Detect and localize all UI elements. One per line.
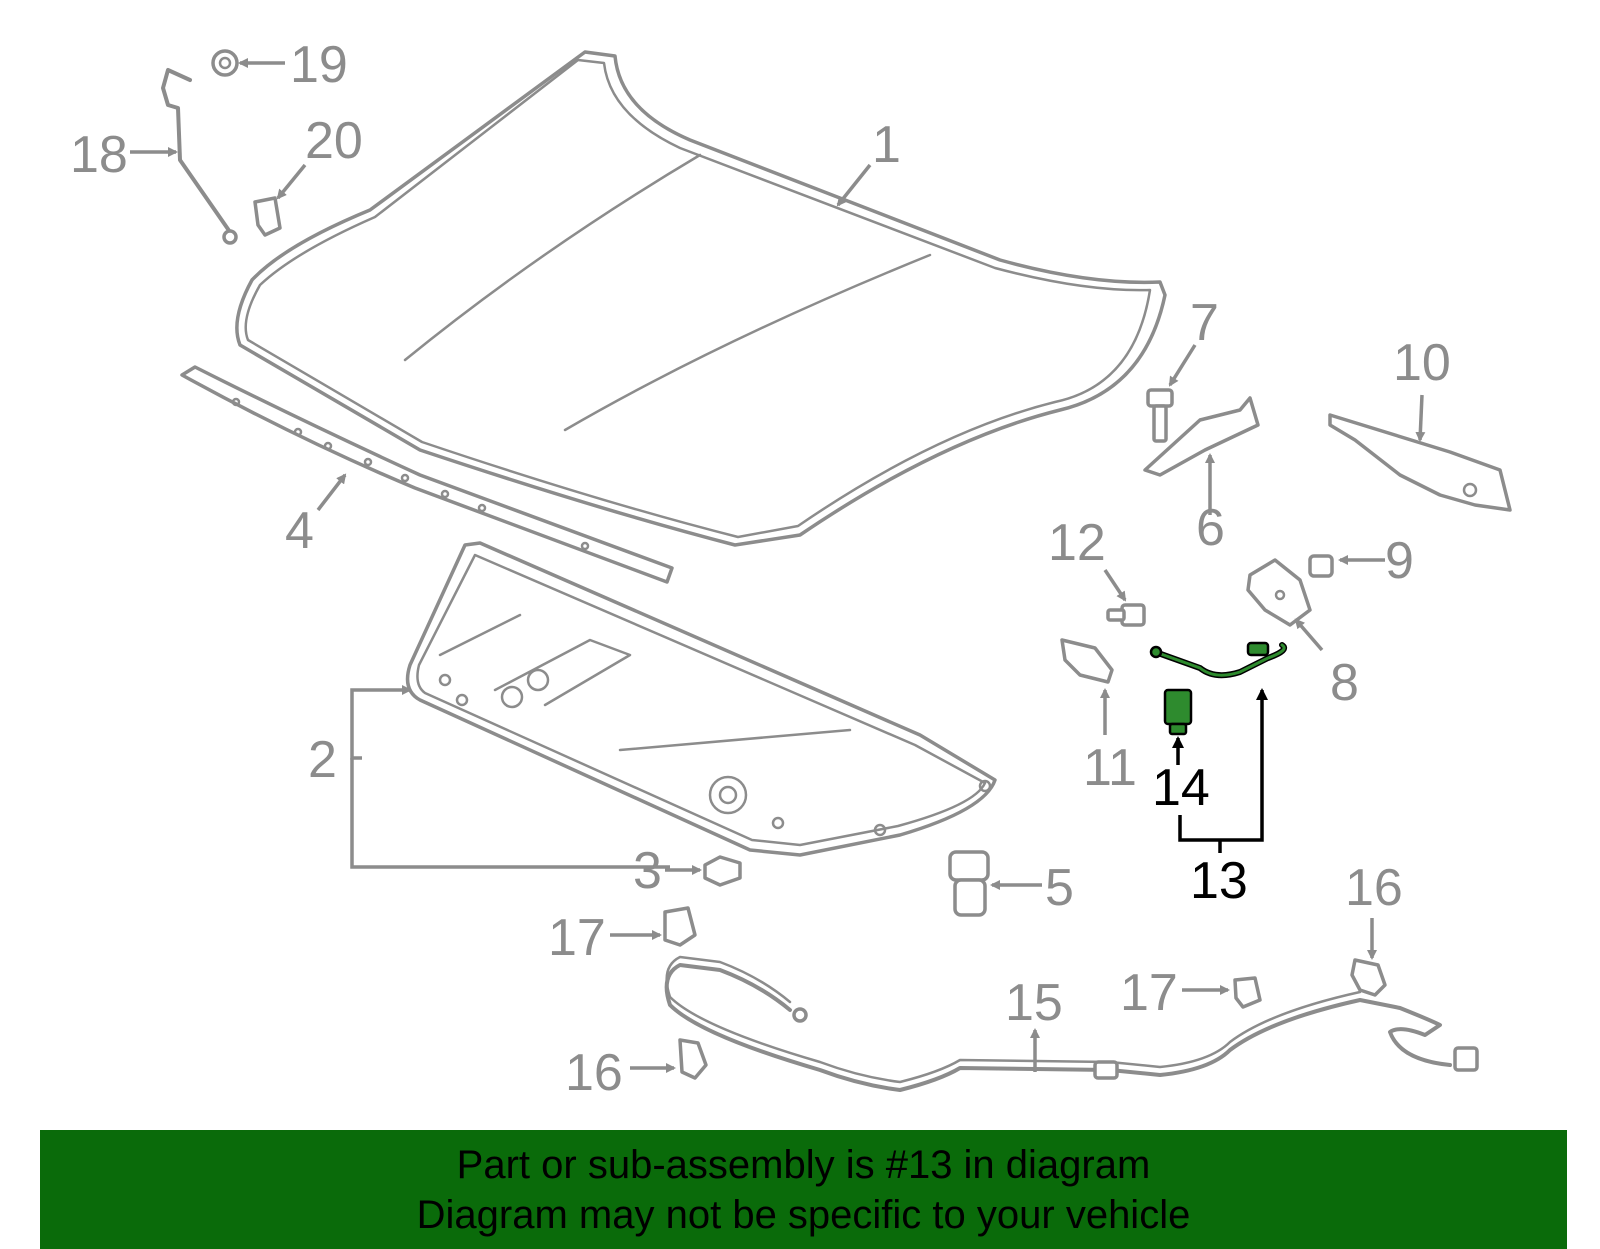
- nut-part-19: [211, 49, 239, 77]
- clip-part-20: [253, 196, 282, 237]
- leader-lines: [130, 58, 1426, 1073]
- callout-2: 2: [308, 731, 337, 789]
- highlighted-clip-part-14: [1163, 688, 1193, 736]
- hood-seal-strip: [180, 365, 674, 584]
- latch-part-8: [1246, 558, 1312, 627]
- hinge-part-10: [1328, 413, 1512, 512]
- banner-line-2: Diagram may not be specific to your vehi…: [416, 1193, 1191, 1237]
- callout-17-right: 17: [1120, 964, 1178, 1022]
- leader-lines-highlighted: [1172, 688, 1268, 853]
- clip-part-3: [703, 855, 742, 887]
- hood-bumper-part-5: [948, 850, 990, 917]
- bolt-part-7: [1146, 388, 1174, 443]
- callout-10: 10: [1393, 334, 1451, 392]
- callout-13: 13: [1190, 852, 1248, 910]
- release-cable-part-15: [664, 955, 1479, 1092]
- bolt-part-9: [1308, 554, 1334, 578]
- bracket-part-6: [1143, 396, 1260, 477]
- callout-15: 15: [1005, 974, 1063, 1032]
- callout-1: 1: [872, 116, 901, 174]
- callout-20: 20: [305, 112, 363, 170]
- highlighted-rod-part-13: [1149, 641, 1288, 679]
- clip-part-17-top: [663, 906, 697, 947]
- info-banner: Part or sub-assembly is #13 in diagram D…: [40, 1130, 1567, 1249]
- callout-6: 6: [1196, 499, 1225, 557]
- callout-19: 19: [290, 36, 348, 94]
- hood-panel: [235, 50, 1167, 547]
- callout-18: 18: [70, 126, 128, 184]
- clip-part-16-left: [678, 1038, 708, 1080]
- callout-3: 3: [633, 842, 662, 900]
- clip-part-17-right: [1233, 976, 1262, 1009]
- callout-8: 8: [1330, 654, 1359, 712]
- callout-9: 9: [1385, 532, 1414, 590]
- hood-insulator: [405, 541, 997, 857]
- callout-11: 11: [1083, 739, 1137, 797]
- callout-labels: 1 2 3 4 5 6 7 8 9 10 11 12 13 14 15 16 1…: [70, 36, 1451, 1102]
- callout-12: 12: [1048, 514, 1106, 572]
- bracket-part-11: [1060, 638, 1114, 684]
- callout-5: 5: [1045, 859, 1074, 917]
- callout-4: 4: [285, 502, 314, 560]
- banner-line-1: Part or sub-assembly is #13 in diagram: [456, 1143, 1151, 1187]
- callout-7: 7: [1190, 294, 1219, 352]
- bolt-part-12: [1106, 603, 1146, 627]
- callout-16-right: 16: [1345, 859, 1403, 917]
- prop-rod-part-18: [161, 68, 238, 245]
- clip-part-16-right: [1350, 958, 1387, 997]
- callout-17-top: 17: [548, 909, 606, 967]
- callout-14: 14: [1152, 759, 1210, 817]
- callout-16-left: 16: [565, 1044, 623, 1102]
- parts-diagram: 1 2 3 4 5 6 7 8 9 10 11 12 13 14 15 16 1…: [70, 36, 1512, 1102]
